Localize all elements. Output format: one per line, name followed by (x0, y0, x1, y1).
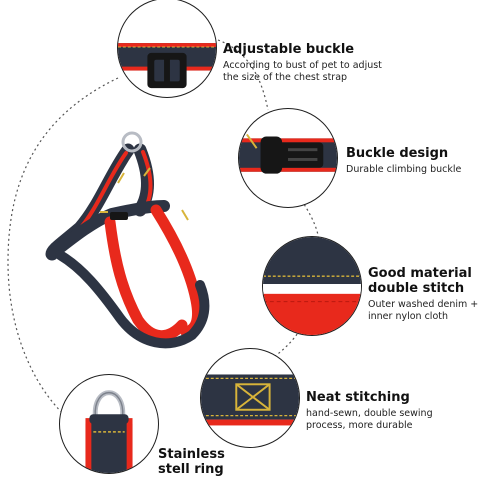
feature-title: stell ring (158, 462, 224, 477)
detail-circle-buckle-design (238, 108, 338, 208)
callout-adjustable-buckle: Adjustable buckle According to bust of p… (223, 42, 382, 84)
detail-circle-material (262, 236, 362, 336)
feature-title: Neat stitching (306, 390, 410, 405)
callout-ring: Stainless stell ring (158, 447, 225, 477)
feature-desc-line: Outer washed denim + (368, 299, 479, 310)
feature-title: double stitch (368, 281, 465, 296)
callout-buckle-design: Buckle design Durable climbing buckle (346, 146, 461, 176)
detail-circle-ring (59, 374, 159, 474)
feature-title: Adjustable buckle (223, 42, 355, 57)
feature-title: Stainless (158, 447, 225, 462)
detail-circle-stitching (200, 348, 300, 448)
callout-material: Good material double stitch Outer washed… (368, 266, 478, 323)
feature-desc-line: Durable climbing buckle (346, 164, 462, 175)
feature-desc-line: inner nylon cloth (368, 311, 449, 322)
feature-desc-line: According to bust of pet to adjust (223, 60, 382, 71)
feature-desc-line: the size of the chest strap (223, 72, 348, 83)
feature-title: Good material (368, 266, 472, 281)
detail-circle-adjustable-buckle (117, 0, 217, 98)
feature-title: Buckle design (346, 146, 449, 161)
feature-desc-line: hand-sewn, double sewing (306, 408, 433, 419)
callout-stitching: Neat stitching hand-sewn, double sewing … (306, 390, 433, 432)
feature-desc-line: process, more durable (306, 420, 413, 431)
